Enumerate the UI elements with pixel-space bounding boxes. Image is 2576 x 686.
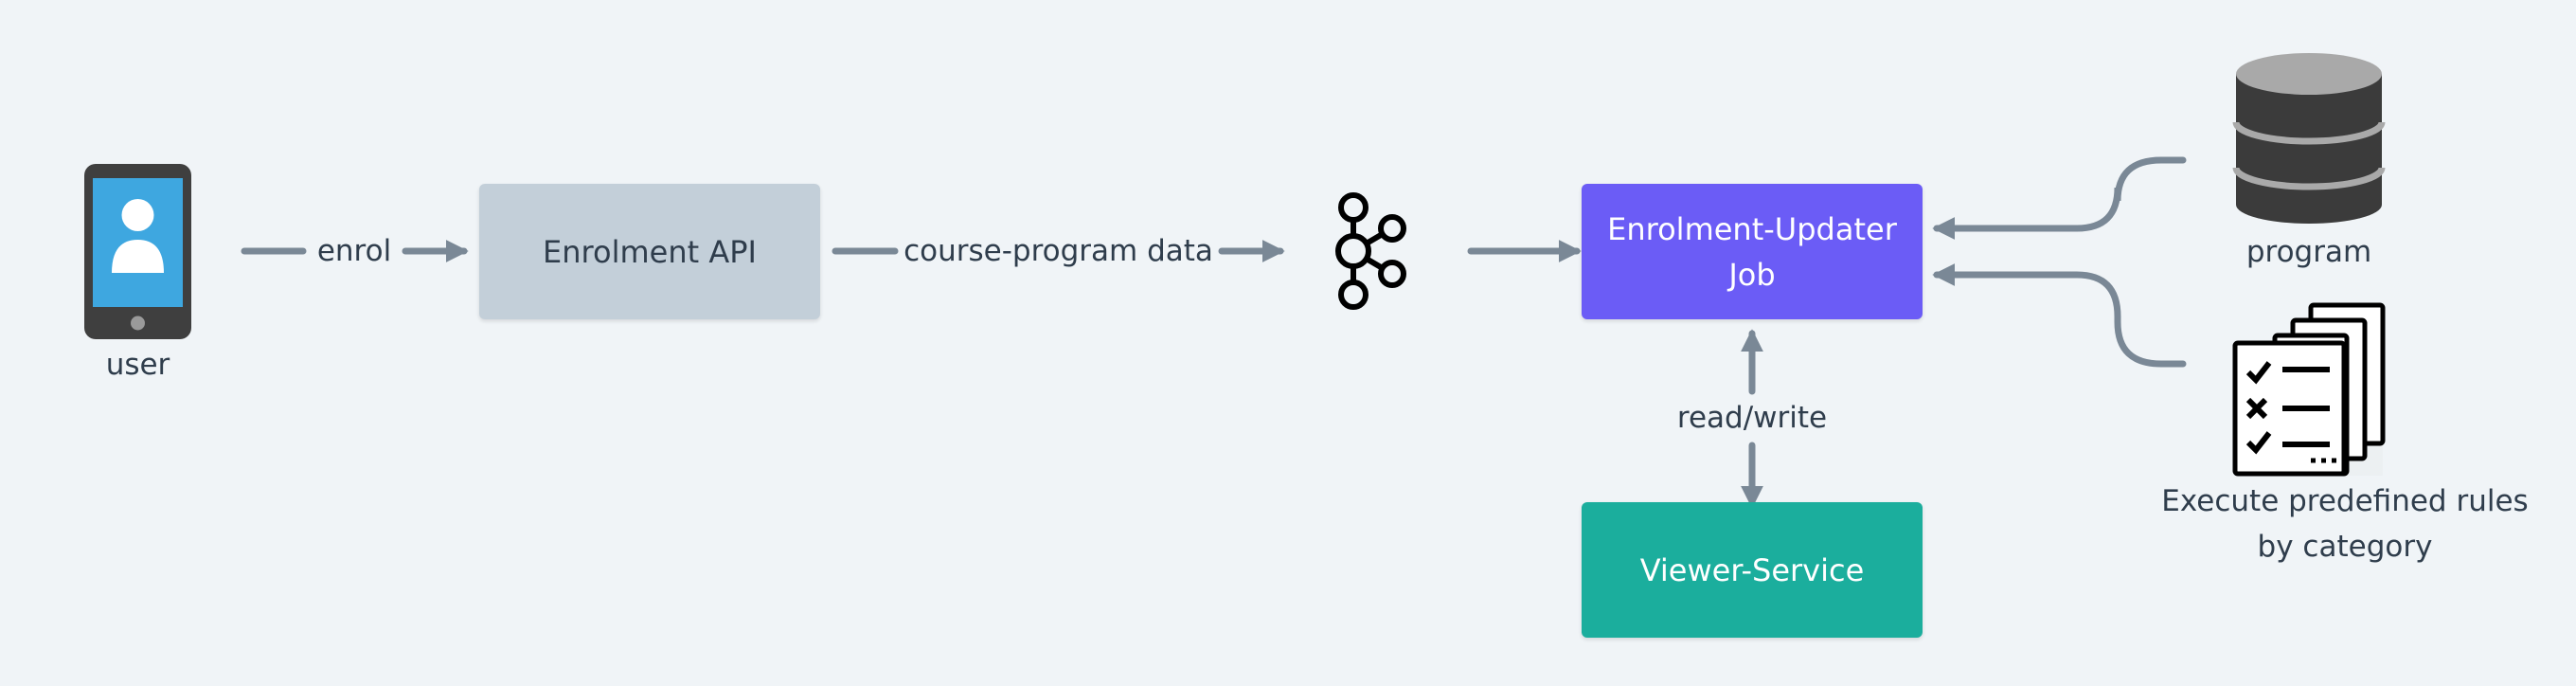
enrolment-updater-job-box: Enrolment-Updater Job (1582, 184, 1923, 319)
arrow-program-job (1932, 156, 2187, 240)
checklist-documents-icon (2232, 302, 2386, 477)
enrolment-api-label: Enrolment API (543, 233, 757, 270)
smartphone-user-icon (84, 164, 191, 339)
edge-label-enrol: enrol (316, 234, 392, 268)
rules-label: Execute predefined rules by category (2161, 484, 2529, 564)
enrolment-updater-job-label: Enrolment-Updater Job (1607, 210, 1897, 293)
viewer-service-box: Viewer-Service (1582, 502, 1923, 638)
arrow-rules-job (1932, 263, 2187, 368)
viewer-service-label: Viewer-Service (1639, 551, 1865, 588)
enrolment-api-box: Enrolment API (479, 184, 820, 319)
kafka-icon (1335, 192, 1406, 310)
user-label: user (105, 348, 170, 382)
edge-label-read-write: read/write (1676, 401, 1828, 435)
program-label: program (2245, 235, 2372, 269)
database-icon (2232, 53, 2386, 224)
edge-label-course-program-data: course-program data (903, 234, 1213, 268)
